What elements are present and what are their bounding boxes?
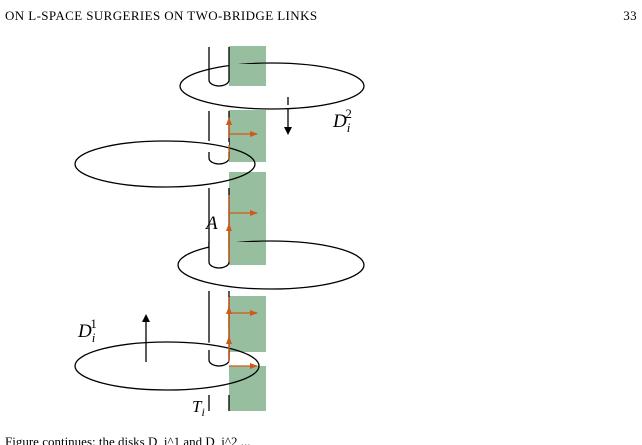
- page-number: 33: [623, 8, 637, 23]
- label-annulus: A: [204, 213, 218, 234]
- disk-ellipse-3: [177, 240, 365, 290]
- label-disk-top: Di2: [332, 106, 352, 135]
- caption-fragment: Figure continues: the disks D_i^1 and D_…: [5, 434, 251, 445]
- disk-ellipse-2: [74, 140, 256, 188]
- band-segment-lower: [229, 296, 266, 352]
- band-segment-bottom: [229, 366, 266, 411]
- annulus-arrows: [226, 117, 258, 369]
- disk-ellipse-1: [179, 62, 365, 110]
- running-head: ON L-SPACE SURGERIES ON TWO-BRIDGE LINKS: [5, 8, 318, 23]
- label-torus: Ti: [192, 397, 205, 419]
- tube-segment-5: [208, 395, 230, 411]
- disk-orientation-arrows: [142, 97, 292, 362]
- page-header: ON L-SPACE SURGERIES ON TWO-BRIDGE LINKS…: [5, 8, 637, 26]
- label-disk-bottom: Di1: [77, 316, 97, 345]
- tube-segment-1: [208, 47, 230, 87]
- band-segment-upper: [229, 110, 266, 162]
- disk-ellipse-4: [74, 341, 260, 391]
